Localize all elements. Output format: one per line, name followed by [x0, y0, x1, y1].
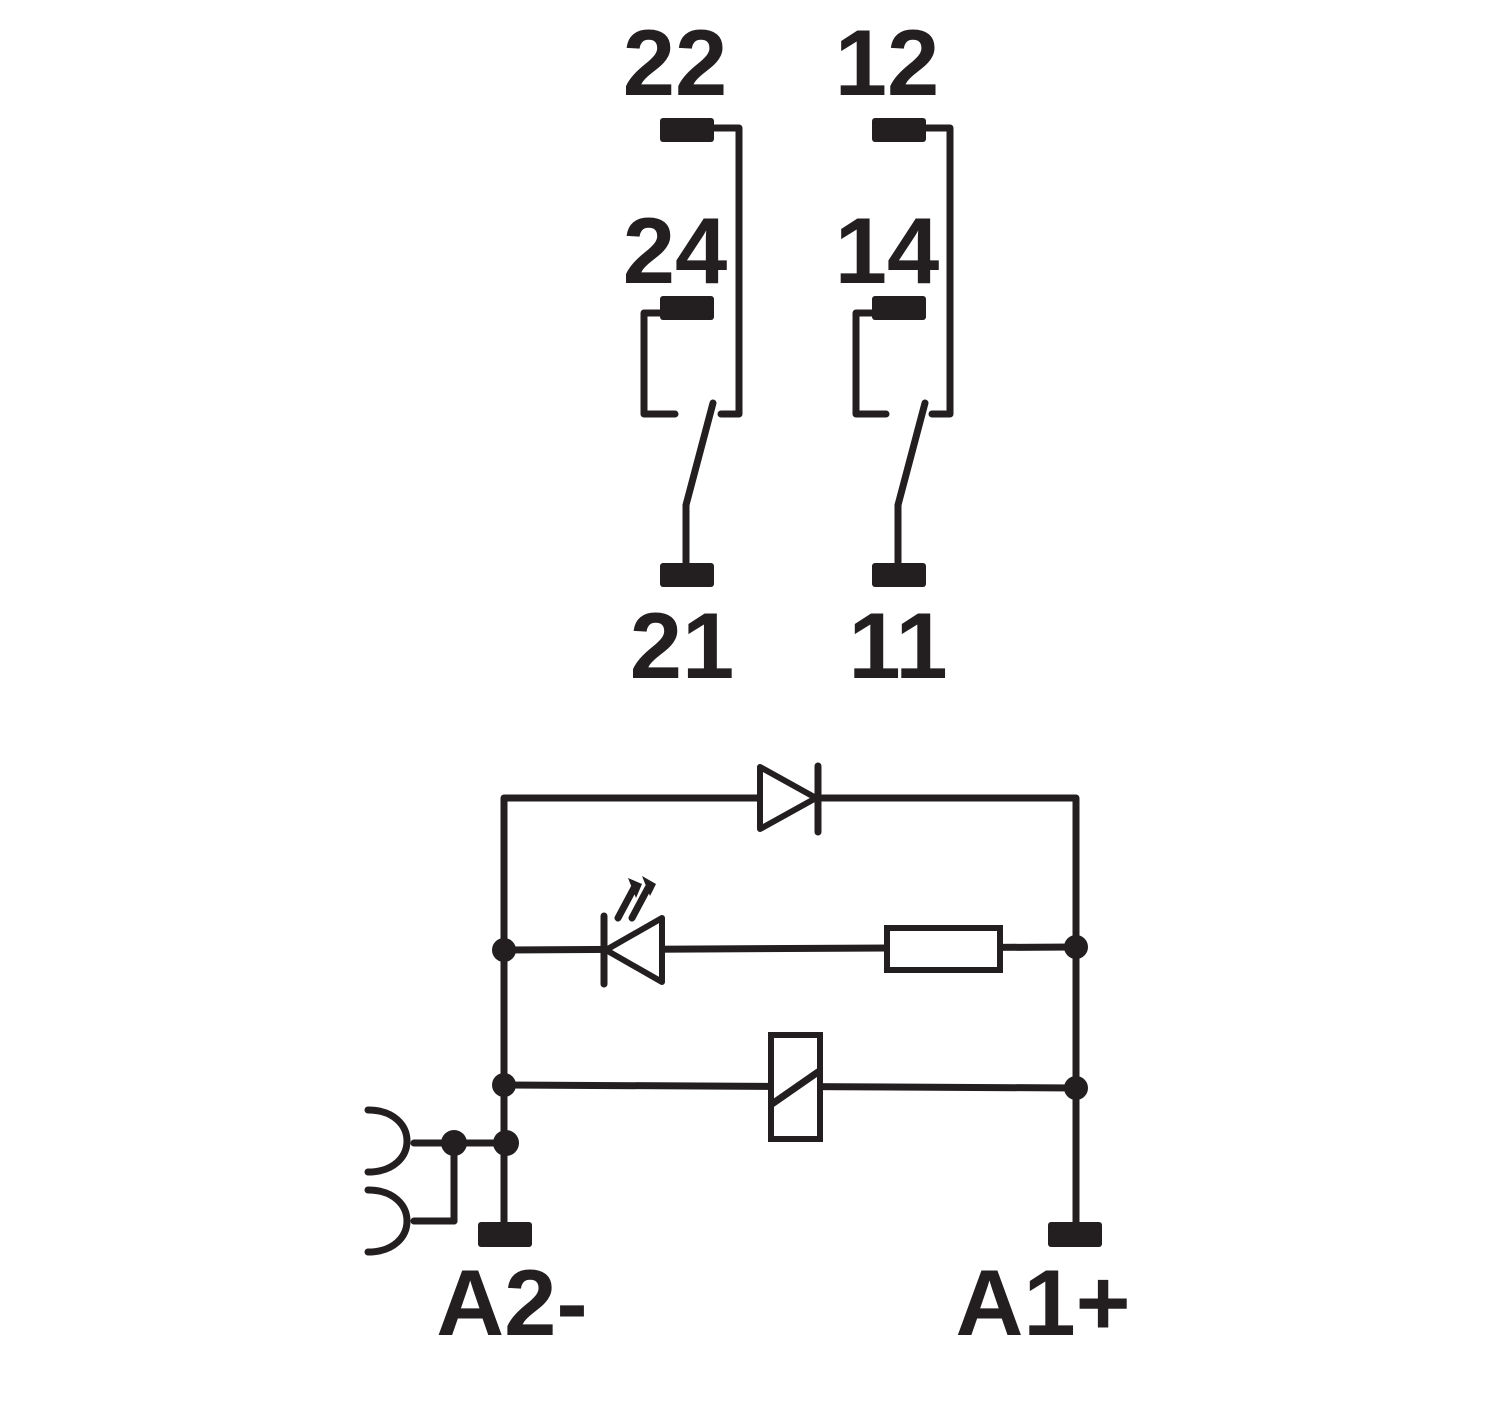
- junction-dot: [441, 1130, 467, 1156]
- relay-coil-icon: [768, 1032, 823, 1142]
- bridge-socket-upper-icon: [364, 1106, 411, 1176]
- led-light-arrow-2: [628, 884, 652, 922]
- nc-wire-left: [710, 124, 743, 418]
- terminal-label-12: 12: [835, 10, 940, 115]
- resistor-icon: [884, 925, 1003, 973]
- terminal-21[interactable]: [660, 563, 714, 587]
- switch-blade-left: [682, 399, 717, 567]
- terminal-22[interactable]: [660, 118, 714, 142]
- led-light-arrow-1: [614, 884, 638, 922]
- terminal-label-24: 24: [623, 198, 728, 303]
- terminal-label-a1: A1+: [955, 1250, 1130, 1355]
- coil-circuit: A2- A1+: [364, 762, 1131, 1355]
- led-icon: [600, 876, 665, 988]
- junction-dot: [492, 1073, 516, 1097]
- junction-dot: [1064, 1076, 1088, 1100]
- freewheeling-diode-icon: [757, 762, 822, 836]
- coil-body: [768, 1032, 823, 1142]
- bus-left: [500, 794, 1080, 1229]
- terminal-label-a2: A2-: [436, 1250, 587, 1355]
- led-light-arrowhead-1: [628, 878, 642, 898]
- junction-dot: [1064, 935, 1088, 959]
- contact-set-right: 12 14 11: [835, 10, 954, 698]
- terminal-11[interactable]: [872, 563, 926, 587]
- switch-blade-right: [894, 399, 929, 567]
- terminal-label-22: 22: [623, 10, 728, 115]
- terminal-a1[interactable]: [1048, 1222, 1102, 1247]
- contact-set-left: 22 24 21: [623, 10, 743, 698]
- terminal-label-14: 14: [835, 198, 940, 303]
- no-wire-right: [852, 309, 890, 418]
- terminal-label-11: 11: [848, 593, 947, 698]
- terminal-label-21: 21: [630, 593, 735, 698]
- terminal-a2[interactable]: [478, 1222, 532, 1247]
- bridge-socket-lower-icon: [364, 1186, 411, 1256]
- junction-dot: [492, 938, 516, 962]
- nc-wire-right: [922, 124, 954, 418]
- terminal-12[interactable]: [872, 118, 926, 142]
- diode-triangle: [757, 764, 819, 832]
- led-triangle: [603, 915, 665, 985]
- coil-diagonal: [768, 1068, 822, 1108]
- led-light-arrowhead-2: [642, 876, 656, 896]
- terminal-24[interactable]: [660, 296, 714, 320]
- terminal-14[interactable]: [872, 296, 926, 320]
- junction-dot: [493, 1130, 519, 1156]
- no-wire-left: [640, 309, 679, 418]
